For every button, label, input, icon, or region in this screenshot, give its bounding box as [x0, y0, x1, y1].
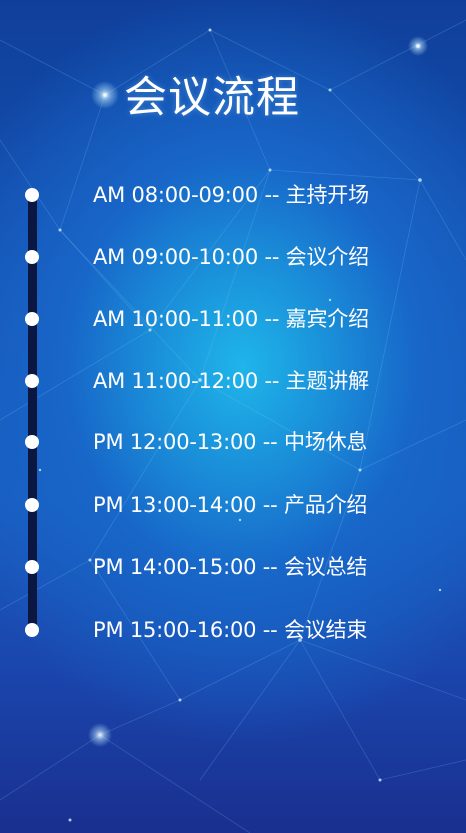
schedule-item: PM 13:00-14:00 -- 产品介绍 — [0, 488, 466, 522]
schedule-item: AM 08:00-09:00 -- 主持开场 — [0, 178, 466, 212]
schedule-item-text: AM 10:00-11:00 -- 嘉宾介绍 — [93, 307, 369, 331]
timeline-bar — [28, 194, 37, 630]
schedule-item: AM 09:00-10:00 -- 会议介绍 — [0, 240, 466, 274]
schedule-item-text: PM 12:00-13:00 -- 中场休息 — [93, 430, 368, 454]
schedule-item: PM 14:00-15:00 -- 会议总结 — [0, 550, 466, 584]
schedule-item: AM 10:00-11:00 -- 嘉宾介绍 — [0, 302, 466, 336]
schedule-item: PM 15:00-16:00 -- 会议结束 — [0, 613, 466, 647]
page-title: 会议流程 — [124, 73, 300, 123]
schedule-item-text: PM 14:00-15:00 -- 会议总结 — [93, 555, 368, 579]
schedule-item-text: AM 08:00-09:00 -- 主持开场 — [93, 183, 369, 207]
schedule-item-text: AM 09:00-10:00 -- 会议介绍 — [93, 245, 369, 269]
timeline-dot — [25, 623, 39, 637]
timeline-dot — [25, 498, 39, 512]
schedule-item-text: PM 15:00-16:00 -- 会议结束 — [93, 618, 368, 642]
schedule-item-text: PM 13:00-14:00 -- 产品介绍 — [93, 493, 368, 517]
timeline-dot — [25, 435, 39, 449]
timeline-dot — [25, 312, 39, 326]
schedule-item: AM 11:00-12:00 -- 主题讲解 — [0, 364, 466, 398]
timeline-dot — [25, 374, 39, 388]
schedule-item: PM 12:00-13:00 -- 中场休息 — [0, 425, 466, 459]
timeline-dot — [25, 188, 39, 202]
schedule-item-text: AM 11:00-12:00 -- 主题讲解 — [93, 369, 369, 393]
timeline-dot — [25, 250, 39, 264]
timeline-dot — [25, 560, 39, 574]
